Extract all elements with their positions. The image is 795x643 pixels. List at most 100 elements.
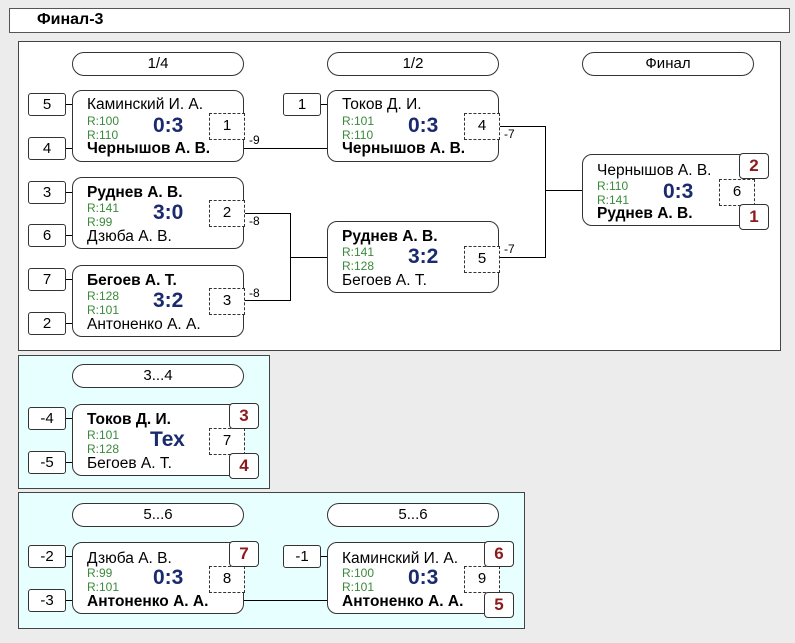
connector-line (545, 190, 583, 191)
match-card: Токов Д. И. R:101 R:128 Тех 7 Бегоев А. … (72, 404, 245, 476)
player-name-bottom: Чернышов А. В. (87, 140, 211, 157)
seed-box: -1 (283, 545, 321, 568)
match-card: Каминский И. А. R:100 R:101 0:3 9 Антоне… (327, 542, 500, 614)
player-name-top: Токов Д. И. (87, 411, 171, 428)
seed-box: 6 (28, 224, 66, 247)
player-rating-top: R:99 (87, 566, 113, 580)
window-title-bar: Финал-3 (9, 8, 790, 33)
player-name-bottom: Бегоев А. Т. (87, 455, 172, 472)
connector-line (66, 235, 73, 236)
seed-box: -4 (28, 407, 66, 430)
connector-line (66, 148, 73, 149)
seed-box: 7 (28, 268, 66, 291)
round-label-fifth-place-a: 5...6 (72, 503, 244, 527)
match-score: 3:2 (408, 245, 439, 268)
loser-destination: -8 (249, 286, 260, 300)
player-name-bottom: Бегоев А. Т. (342, 272, 427, 289)
player-rating-bottom: R:128 (87, 442, 120, 456)
match-score: 0:3 (408, 566, 439, 589)
connector-line (545, 126, 546, 258)
player-name-bottom: Руднев А. В. (597, 205, 693, 222)
connector-line (321, 556, 328, 557)
match-number: 1 (209, 113, 245, 140)
player-name-top: Токов Д. И. (342, 96, 422, 113)
connector-line (244, 148, 328, 149)
match-number: 8 (209, 566, 245, 593)
match-number: 4 (464, 113, 500, 140)
place-badge: 4 (229, 453, 259, 479)
player-name-top: Бегоев А. Т. (87, 272, 177, 289)
connector-line (244, 600, 328, 601)
match-score: 0:3 (153, 114, 184, 137)
connector-line (66, 104, 73, 105)
loser-destination: -8 (249, 214, 260, 228)
player-rating-top: R:100 (87, 114, 120, 128)
player-name-bottom: Дзюба А. В. (87, 228, 172, 245)
player-name-bottom: Чернышов А. В. (342, 140, 466, 157)
player-name-bottom: Антоненко А. А. (342, 593, 464, 610)
match-score: 3:2 (153, 289, 184, 312)
connector-line (321, 104, 328, 105)
match-number: 6 (719, 179, 755, 206)
place-badge: 1 (739, 204, 769, 230)
player-rating-top: R:100 (342, 566, 375, 580)
match-card: Руднев А. В. R:141 R:128 3:2 5 Бегоев А.… (327, 221, 500, 293)
player-rating-bottom: R:110 (342, 128, 374, 142)
player-name-top: Каминский И. А. (342, 550, 459, 567)
player-name-top: Руднев А. В. (87, 184, 183, 201)
loser-destination: -7 (504, 242, 515, 256)
match-card: Чернышов А. В. R:110 R:141 0:3 6 Руднев … (582, 154, 755, 226)
seed-box: -2 (28, 545, 66, 568)
player-name-top: Руднев А. В. (342, 228, 438, 245)
round-label-semi: 1/2 (327, 52, 499, 76)
match-number: 2 (209, 200, 245, 227)
connector-line (244, 300, 290, 301)
connector-line (290, 257, 328, 258)
player-rating-top: R:110 (597, 179, 629, 193)
connector-line (66, 556, 73, 557)
round-label-quarter: 1/4 (72, 52, 244, 76)
seed-box: 3 (28, 181, 66, 204)
place-badge: 7 (229, 541, 259, 567)
player-rating-top: R:141 (87, 201, 120, 215)
round-label-final: Финал (582, 52, 754, 76)
match-number: 3 (209, 288, 245, 315)
match-score: 0:3 (153, 566, 184, 589)
match-number: 7 (209, 428, 245, 455)
match-card: Токов Д. И. R:101 R:110 0:3 4 Чернышов А… (327, 90, 500, 162)
player-name-bottom: Антоненко А. А. (87, 316, 201, 333)
player-rating-bottom: R:128 (342, 259, 375, 273)
match-card: Каминский И. А. R:100 R:110 0:3 1 Черныш… (72, 90, 245, 162)
player-rating-bottom: R:101 (342, 580, 375, 594)
connector-line (66, 418, 73, 419)
player-name-top: Чернышов А. В. (597, 162, 712, 179)
round-label-fifth-place-b: 5...6 (327, 503, 499, 527)
place-badge: 2 (739, 153, 769, 179)
match-card: Бегоев А. Т. R:128 R:101 3:2 3 Антоненко… (72, 265, 245, 337)
connector-line (244, 213, 290, 214)
player-rating-bottom: R:101 (87, 303, 120, 317)
loser-destination: -7 (504, 127, 515, 141)
match-score: Тех (150, 428, 185, 451)
seed-box: 4 (28, 137, 66, 160)
match-score: 3:0 (153, 201, 184, 224)
seed-box: -3 (28, 589, 66, 612)
player-rating-bottom: R:101 (87, 580, 120, 594)
connector-line (499, 126, 545, 127)
player-name-top: Дзюба А. В. (87, 550, 172, 567)
connector-line (499, 257, 545, 258)
match-card: Дзюба А. В. R:99 R:101 0:3 8 Антоненко А… (72, 542, 245, 614)
seed-box: 2 (28, 312, 66, 335)
player-rating-top: R:101 (342, 114, 375, 128)
match-number: 9 (464, 566, 500, 593)
place-badge: 6 (484, 541, 514, 567)
player-rating-top: R:141 (342, 245, 375, 259)
player-name-top: Каминский И. А. (87, 96, 204, 113)
player-rating-bottom: R:99 (87, 215, 113, 229)
page-title: Финал-3 (37, 11, 104, 28)
seed-box: 1 (283, 93, 321, 116)
round-label-third-place: 3...4 (72, 364, 244, 388)
player-name-bottom: Антоненко А. А. (87, 593, 209, 610)
connector-line (66, 192, 73, 193)
seed-box: -5 (28, 451, 66, 474)
